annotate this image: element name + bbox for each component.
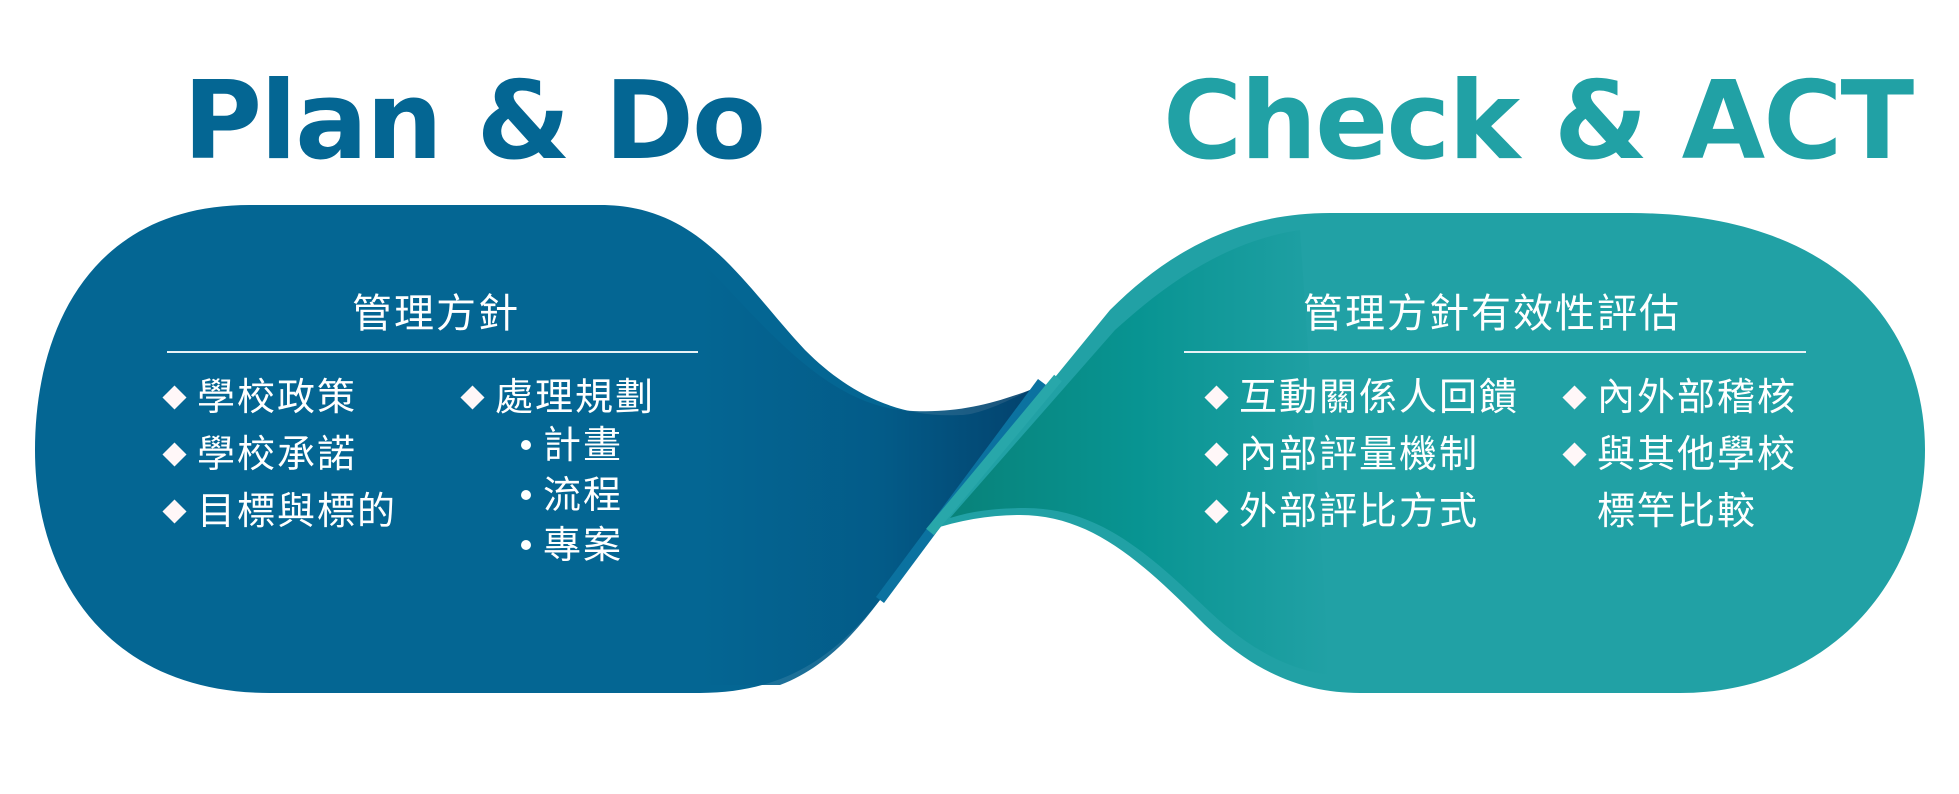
plan-do-item: 目標與標的	[158, 488, 397, 534]
check-act-divider	[1184, 351, 1806, 353]
plan-do-subitem: 專案	[521, 522, 623, 568]
twist-edge-teal	[926, 374, 1062, 536]
dot-bullet-icon	[521, 440, 531, 450]
item-label: 學校承諾	[197, 432, 358, 476]
item-label: 互動關係人回饋	[1239, 375, 1520, 419]
item-label: 計畫	[543, 423, 624, 467]
item-label: 內外部稽核	[1597, 375, 1798, 419]
item-label: 處理規劃	[495, 375, 656, 419]
diamond-bullet-icon	[1204, 384, 1229, 410]
plan-do-divider	[167, 351, 698, 353]
item-label: 與其他學校	[1597, 432, 1798, 476]
plan-do-item: 學校政策	[158, 374, 357, 420]
plan-do-fold	[700, 260, 1030, 685]
diamond-bullet-icon	[1562, 441, 1587, 467]
item-label: 流程	[543, 473, 624, 517]
diamond-bullet-icon	[162, 384, 187, 410]
check-act-item-continuation: 標竿比較	[1558, 488, 1757, 534]
item-label: 目標與標的	[197, 489, 398, 533]
diamond-bullet-icon	[1204, 498, 1229, 524]
plan-do-item: 處理規劃	[456, 374, 655, 420]
dot-bullet-icon	[521, 540, 531, 550]
item-label: 內部評量機制	[1239, 432, 1480, 476]
item-label: 學校政策	[197, 375, 358, 419]
diamond-bullet-icon	[1562, 384, 1587, 410]
check-act-item: 與其他學校	[1558, 431, 1797, 477]
diamond-bullet-icon	[1204, 441, 1229, 467]
dot-bullet-icon	[521, 490, 531, 500]
plan-do-title: Plan & Do	[183, 59, 766, 184]
plan-do-item: 學校承諾	[158, 431, 357, 477]
item-label: 外部評比方式	[1239, 489, 1480, 533]
diamond-bullet-icon	[162, 498, 187, 524]
check-act-item: 互動關係人回饋	[1200, 374, 1519, 420]
check-act-title: Check & ACT	[1163, 59, 1914, 184]
plan-do-subitem: 流程	[521, 472, 623, 518]
diamond-bullet-icon	[460, 384, 485, 410]
item-label: 標竿比較	[1597, 489, 1758, 533]
check-act-fold	[950, 230, 1330, 675]
item-label: 專案	[543, 523, 624, 567]
plan-do-subitem: 計畫	[521, 422, 623, 468]
check-act-heading: 管理方針有效性評估	[1303, 291, 1681, 337]
check-act-item: 內外部稽核	[1558, 374, 1797, 420]
plan-do-heading: 管理方針	[352, 291, 520, 337]
diamond-bullet-icon	[162, 441, 187, 467]
check-act-item: 外部評比方式	[1200, 488, 1479, 534]
check-act-item: 內部評量機制	[1200, 431, 1479, 477]
